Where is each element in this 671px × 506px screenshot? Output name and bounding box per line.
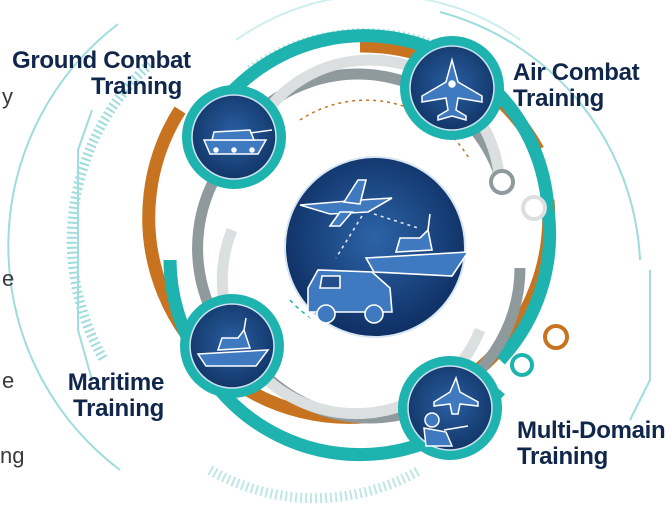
cropped-text-fragment-3: e xyxy=(2,368,15,393)
ground-combat-label-line1: Ground Combat xyxy=(12,47,191,74)
ground-combat-label: Ground Combat Training xyxy=(12,47,191,100)
warship-icon xyxy=(196,317,270,367)
air-combat-label-line1: Air Combat xyxy=(513,59,640,86)
cropped-text-fragment-2: e xyxy=(2,266,15,291)
tank-icon xyxy=(202,129,273,155)
center-medallion xyxy=(279,151,471,343)
maritime-node xyxy=(180,294,284,398)
multi-domain-label-line1: Multi-Domain xyxy=(517,417,666,444)
multi-domain-node xyxy=(398,356,502,460)
ring-end-caps xyxy=(489,169,569,377)
cropped-text-fragment-1: y xyxy=(2,84,13,109)
soldier-jet-icon xyxy=(423,375,479,447)
air-combat-label: Air Combat Training xyxy=(513,59,640,112)
ground-combat-node xyxy=(182,85,286,189)
ground-combat-label-line2: Training xyxy=(91,73,182,100)
multi-domain-label-line2: Training xyxy=(517,443,608,470)
maritime-label-line2: Training xyxy=(73,395,164,422)
cropped-text-fragment-4: ng xyxy=(0,443,25,468)
air-combat-node xyxy=(400,36,504,140)
air-combat-label-line2: Training xyxy=(513,85,604,112)
fighter-jet-icon xyxy=(421,57,483,121)
multi-domain-label: Multi-Domain Training xyxy=(517,417,666,470)
maritime-label: Maritime Training xyxy=(40,369,165,422)
combined-forces-icon xyxy=(299,179,470,324)
maritime-label-line1: Maritime xyxy=(67,369,165,396)
